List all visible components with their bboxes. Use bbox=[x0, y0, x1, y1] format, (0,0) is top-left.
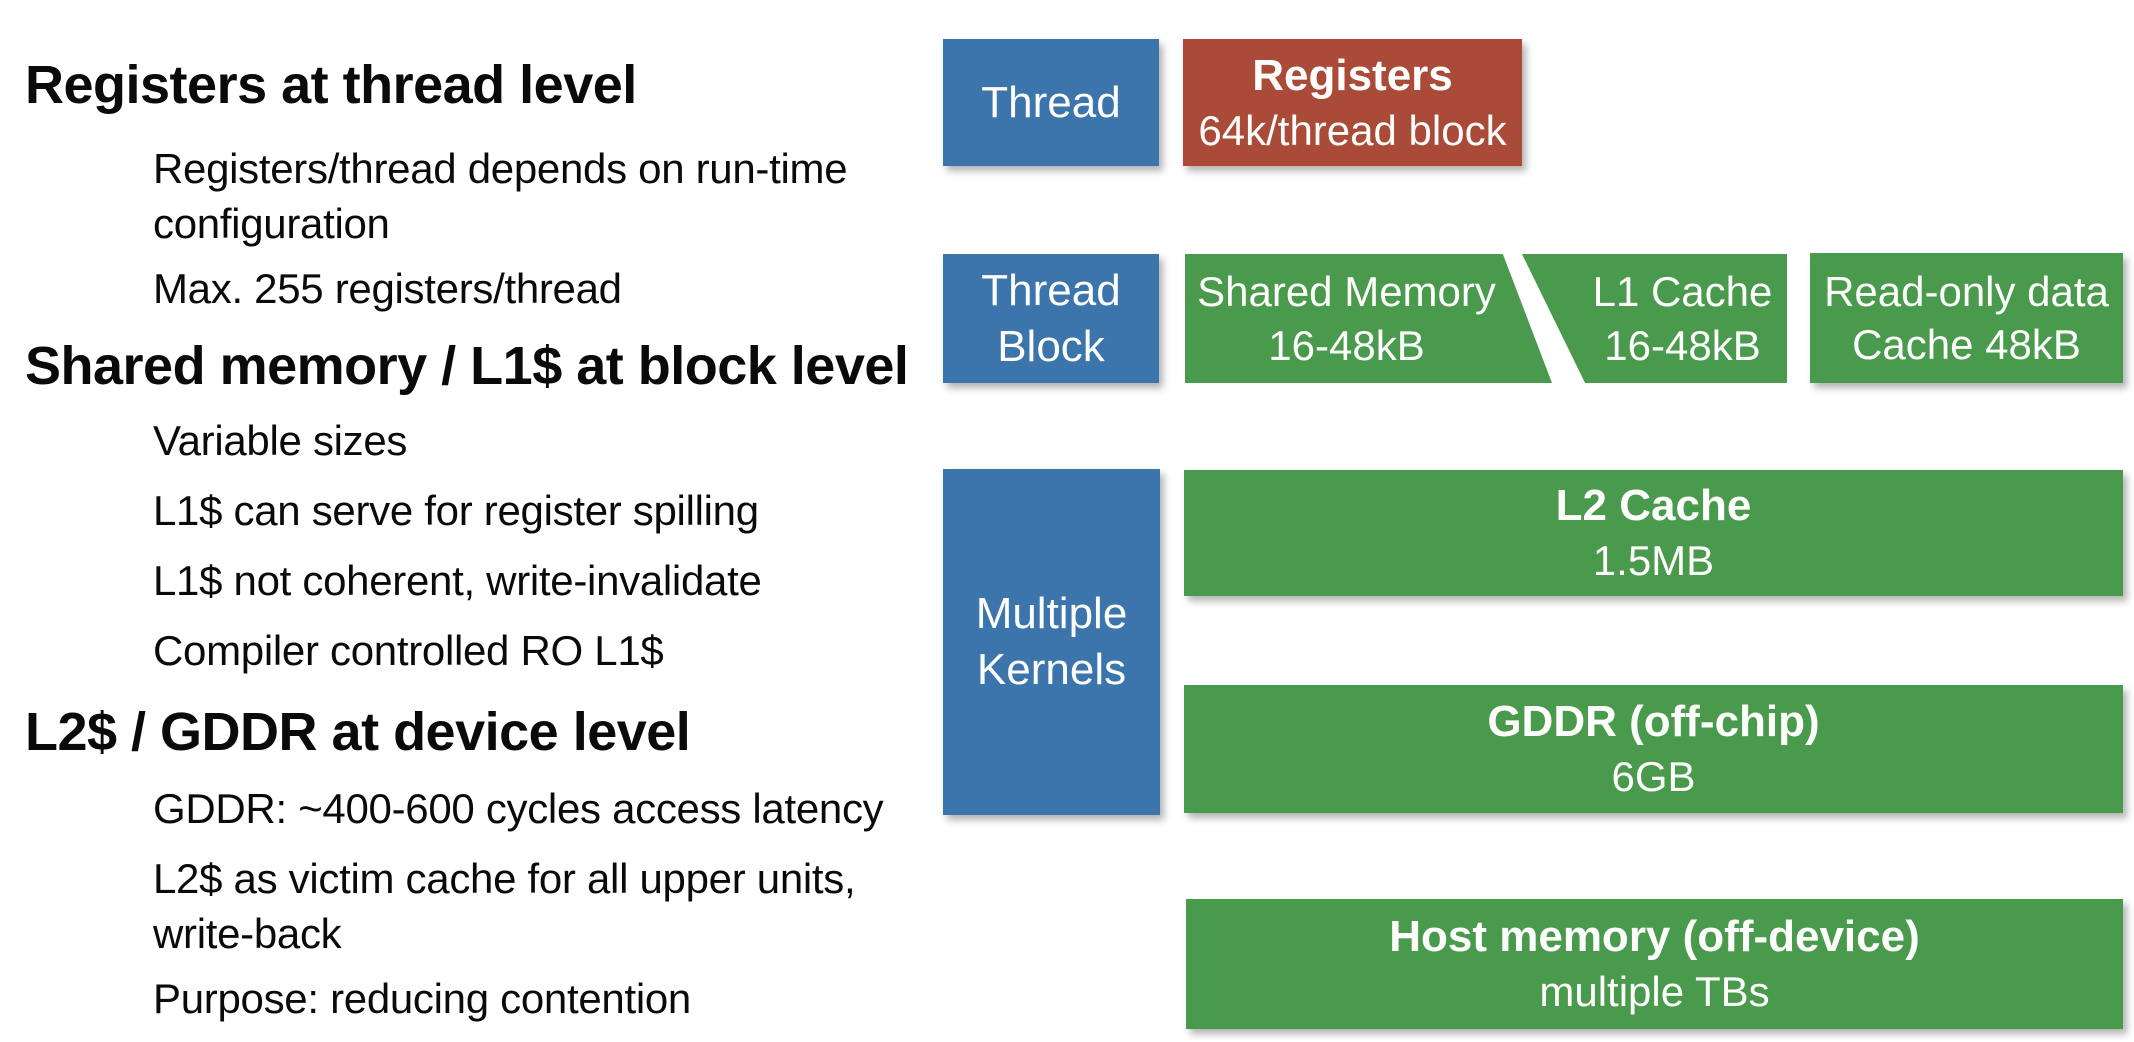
outline-bullet-l1-not-coherent: L1$ not coherent, write-invalidate bbox=[153, 557, 762, 604]
thread-label: Thread bbox=[981, 77, 1121, 127]
shared-memory-line1: Shared Memory bbox=[1197, 268, 1496, 316]
l1-cache-line1: L1 Cache bbox=[1592, 268, 1773, 316]
outline-bullet-registers-per-thread: Registers/thread depends on run-time con… bbox=[153, 145, 848, 247]
outline-bullet-purpose-contention: Purpose: reducing contention bbox=[153, 975, 691, 1022]
diagram-box-l2-cache: L2 Cache 1.5MB bbox=[1184, 470, 2123, 596]
outline-bullet-l1-register-spilling: L1$ can serve for register spilling bbox=[153, 487, 759, 534]
outline-heading-registers-thread-level: Registers at thread level bbox=[25, 55, 637, 115]
l2-cache-subtitle: 1.5MB bbox=[1592, 537, 1715, 585]
read-only-cache-line1: Read-only data bbox=[1824, 267, 2109, 315]
outline-bullet-l2-victim-cache: L2$ as victim cache for all upper units,… bbox=[153, 855, 856, 957]
outline-bullet-gddr-latency: GDDR: ~400-600 cycles access latency bbox=[153, 785, 884, 832]
multiple-kernels-line1: Multiple bbox=[975, 589, 1128, 639]
multiple-kernels-line2: Kernels bbox=[976, 645, 1127, 694]
host-memory-title: Host memory (off-device) bbox=[1389, 912, 1920, 962]
read-only-cache-line2: Cache 48kB bbox=[1852, 321, 2081, 368]
diagram-box-thread: Thread bbox=[943, 39, 1159, 166]
diagram-box-read-only-cache: Read-only data Cache 48kB bbox=[1810, 253, 2123, 383]
thread-block-line2: Block bbox=[997, 321, 1105, 371]
diagram-box-gddr: GDDR (off-chip) 6GB bbox=[1184, 685, 2123, 813]
thread-block-line1: Thread bbox=[981, 265, 1121, 315]
l2-cache-title: L2 Cache bbox=[1555, 481, 1752, 531]
gddr-subtitle: 6GB bbox=[1611, 753, 1696, 801]
gddr-title: GDDR (off-chip) bbox=[1487, 697, 1820, 747]
diagram-box-host-memory: Host memory (off-device) multiple TBs bbox=[1186, 899, 2123, 1029]
outline-bullet-variable-sizes: Variable sizes bbox=[153, 417, 408, 464]
diagram-box-registers: Registers 64k/thread block bbox=[1183, 39, 1522, 166]
outline-heading-shared-memory-block-level: Shared memory / L1$ at block level bbox=[25, 336, 909, 396]
diagram-box-multiple-kernels: Multiple Kernels bbox=[943, 469, 1160, 815]
registers-subtitle: 64k/thread block bbox=[1198, 106, 1507, 154]
diagram-box-shared-memory: Shared Memory 16-48kB bbox=[1185, 254, 1552, 383]
diagram-box-thread-block: Thread Block bbox=[943, 254, 1159, 383]
shared-memory-line2: 16-48kB bbox=[1268, 321, 1425, 369]
registers-title: Registers bbox=[1252, 50, 1453, 100]
outline-heading-l2-gddr-device-level: L2$ / GDDR at device level bbox=[25, 702, 691, 762]
outline-bullet-max-registers: Max. 255 registers/thread bbox=[153, 265, 622, 312]
diagram-box-l1-cache: L1 Cache 16-48kB bbox=[1522, 254, 1787, 383]
host-memory-subtitle: multiple TBs bbox=[1539, 968, 1770, 1016]
l1-cache-line2: 16-48kB bbox=[1604, 321, 1761, 369]
outline-bullet-compiler-controlled: Compiler controlled RO L1$ bbox=[153, 627, 664, 674]
